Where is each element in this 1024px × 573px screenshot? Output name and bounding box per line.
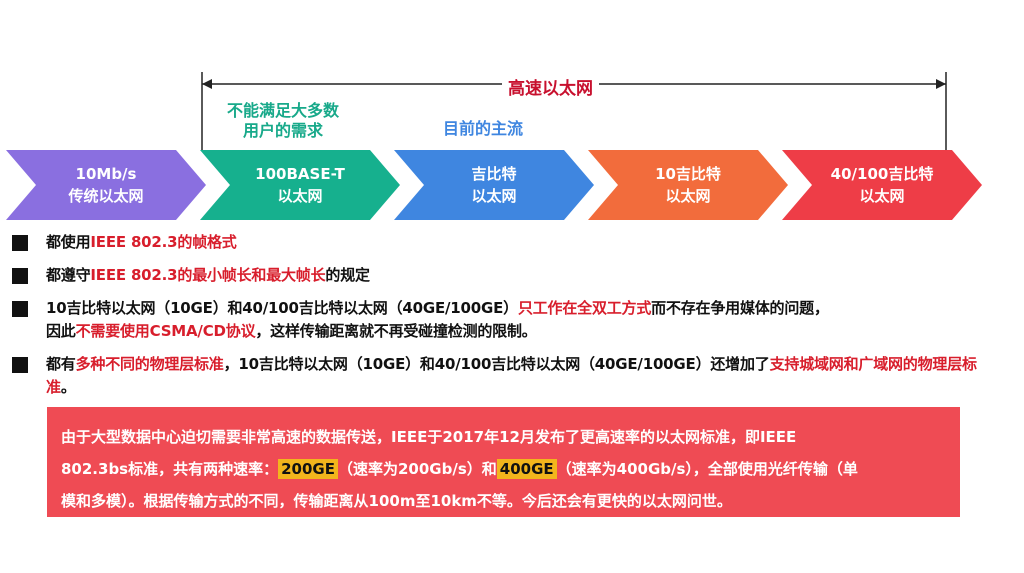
stage-40-100-gigabit-line2: 以太网 — [859, 187, 905, 205]
stage-gigabit-chevron — [394, 150, 594, 220]
stage-100base-t-line2: 以太网 — [277, 187, 323, 205]
bullet4-highlight: 多种不同的物理层标准 — [75, 355, 224, 373]
rate-400ge-badge: 400GE — [496, 459, 557, 479]
box-line3: 模和多模）。根据传输方式的不同，传输距离从100m至10km不等。今后还会有更快… — [61, 492, 732, 510]
bullet1-highlight: IEEE 802.3的帧格式 — [90, 233, 237, 251]
box-line2: 802.3bs标准，共有两种速率： — [61, 460, 279, 478]
stage-10-gigabit-line2: 以太网 — [665, 187, 711, 205]
bullet4-highlight2: 支持城域网和广域网的物理层标准 — [46, 355, 977, 396]
bullet3-text: 10吉比特以太网（10GE）和40/100吉比特以太网（40GE/100GE） — [46, 299, 518, 317]
stage-40-100-gigabit-line1: 40/100吉比特 — [830, 165, 934, 183]
bullet-square-icon — [12, 235, 28, 251]
bullet2-highlight: IEEE 802.3的最小帧长和最大帧长 — [90, 266, 326, 284]
stage-10-gigabit-line1: 10吉比特 — [655, 165, 721, 183]
bullet2-suffix: 的规定 — [325, 266, 370, 284]
stage-40-100-gigabit-chevron — [782, 150, 982, 220]
stage-100base-t-line1: 100BASE-T — [255, 165, 345, 183]
stage-100base-t: 100BASE-T 以太网 — [200, 150, 400, 220]
bullet-physical-layer: 都有多种不同的物理层标准，10吉比特以太网（10GE）和40/100吉比特以太网… — [12, 353, 1002, 399]
bullet3-text2: 而不存在争用媒体的问题， — [651, 299, 829, 317]
stage-gigabit-line1: 吉比特 — [471, 165, 517, 183]
stage-10mbs-line2: 传统以太网 — [68, 187, 144, 205]
note-insufficient-line1: 不能满足大多数 — [226, 101, 339, 120]
bullet-square-icon — [12, 357, 28, 373]
bullet4-text2: ，10吉比特以太网（10GE）和40/100吉比特以太网（40GE/100GE）… — [223, 355, 770, 373]
stage-10mbs-chevron — [6, 150, 206, 220]
box-rate1-desc: （速率为200Gb/s）和 — [338, 460, 497, 478]
stage-10-gigabit: 10吉比特 以太网 — [588, 150, 788, 220]
bullet3-text3: 因此 — [46, 322, 76, 340]
bullet-frame-format: 都使用IEEE 802.3的帧格式 — [12, 231, 1002, 254]
bullet2-text: 都遵守 — [46, 266, 91, 284]
bullet-square-icon — [12, 301, 28, 317]
bullet-square-icon — [12, 268, 28, 284]
bullet3-highlight2: 不需要使用CSMA/CD协议 — [75, 322, 256, 340]
bullet3-text4: ，这样传输距离就不再受碰撞检测的限制。 — [255, 322, 537, 340]
bullet1-text: 都使用 — [46, 233, 91, 251]
stage-10mbs-line1: 10Mb/s — [75, 165, 137, 183]
bullet3-highlight: 只工作在全双工方式 — [517, 299, 652, 317]
bullet-frame-length: 都遵守IEEE 802.3的最小帧长和最大帧长的规定 — [12, 264, 1002, 287]
note-mainstream: 目前的主流 — [442, 119, 523, 138]
bullet4-text: 都有 — [46, 355, 76, 373]
box-rate2-desc: （速率为400Gb/s），全部使用光纤传输（单 — [556, 460, 858, 478]
stage-gigabit: 吉比特 以太网 — [394, 150, 594, 220]
stage-40-100-gigabit: 40/100吉比特 以太网 — [782, 150, 982, 220]
stage-10-gigabit-chevron — [588, 150, 788, 220]
stage-100base-t-chevron — [200, 150, 400, 220]
stage-10mbs: 10Mb/s 传统以太网 — [6, 150, 206, 220]
bullet4-suffix: 。 — [60, 378, 76, 396]
ieee-802-3bs-info-box: 由于大型数据中心迫切需要非常高速的数据传送，IEEE于2017年12月发布了更高… — [47, 407, 960, 517]
note-insufficient-line2: 用户的需求 — [242, 121, 323, 140]
box-line1: 由于大型数据中心迫切需要非常高速的数据传送，IEEE于2017年12月发布了更高… — [61, 428, 797, 446]
high-speed-ethernet-label: 高速以太网 — [502, 74, 599, 99]
rate-200ge-badge: 200GE — [278, 459, 338, 479]
bullet-full-duplex: 10吉比特以太网（10GE）和40/100吉比特以太网（40GE/100GE）只… — [12, 297, 1002, 343]
stage-gigabit-line2: 以太网 — [471, 187, 517, 205]
note-insufficient: 不能满足大多数 用户的需求 — [208, 101, 358, 141]
